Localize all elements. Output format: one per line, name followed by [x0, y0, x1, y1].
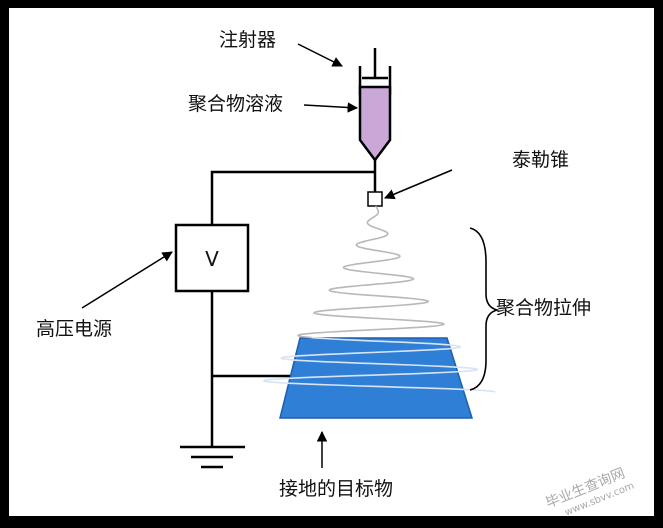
- wire-source-to-needle: [210, 170, 375, 225]
- diagram-canvas: [9, 8, 654, 516]
- circuit-wiring: [210, 170, 375, 447]
- arrow-taylor-cone: [384, 169, 453, 200]
- taylor-cone-box: [367, 191, 383, 207]
- stretching-bracket: [469, 227, 501, 391]
- label-grounded-target: 接地的目标物: [279, 478, 393, 500]
- high-voltage-source-box: [174, 223, 250, 293]
- arrow-high-voltage-source: [81, 251, 173, 309]
- label-polymer-stretching: 聚合物拉伸: [496, 297, 591, 319]
- polymer-solution-reservoir: [358, 85, 392, 163]
- polymer-fiber-jet: [297, 205, 446, 339]
- label-syringe: 注射器: [219, 29, 276, 51]
- label-polymer-solution: 聚合物溶液: [188, 93, 283, 115]
- label-high-voltage-source: 高压电源: [36, 318, 112, 340]
- voltage-symbol: V: [205, 247, 219, 271]
- arrow-polymer-solution: [303, 102, 359, 113]
- label-taylor-cone: 泰勒锥: [512, 149, 569, 171]
- syringe: [358, 48, 392, 192]
- grounded-collector-plate: [279, 337, 474, 419]
- ground-symbol: [180, 445, 245, 469]
- arrow-syringe: [297, 43, 343, 67]
- polymer-fiber-on-collector: [262, 336, 496, 393]
